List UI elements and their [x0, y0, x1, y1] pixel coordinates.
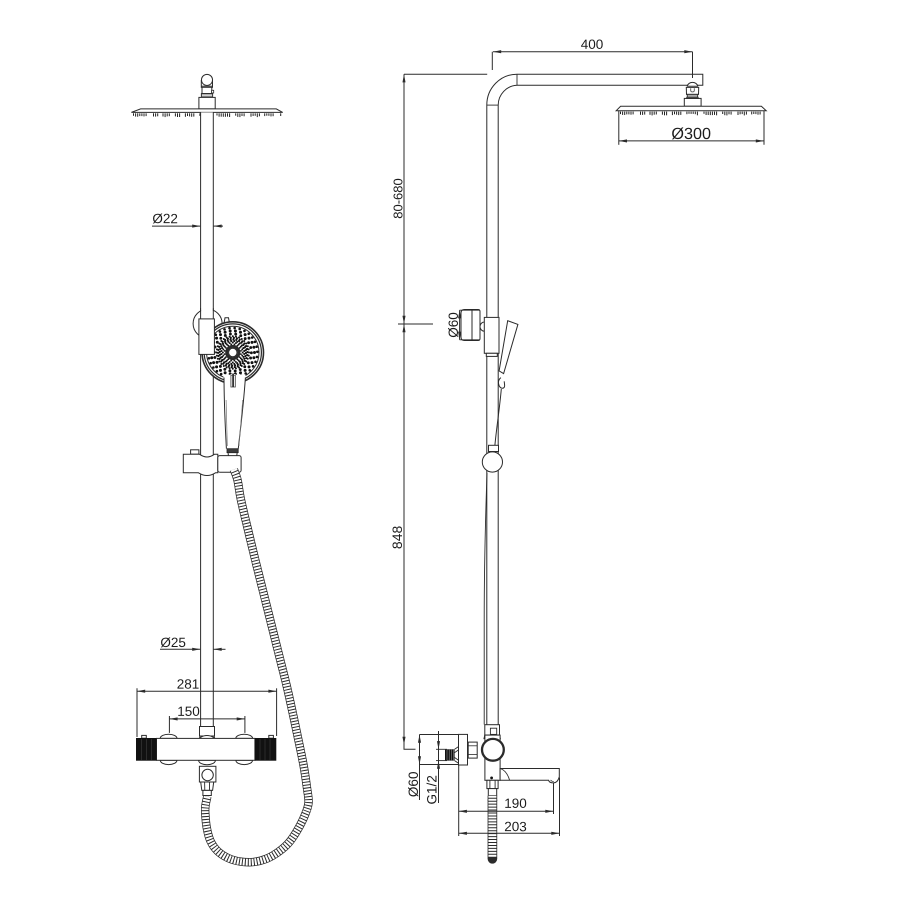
svg-text:150: 150 — [177, 704, 200, 719]
svg-text:Ø60: Ø60 — [446, 312, 461, 338]
svg-text:281: 281 — [177, 677, 200, 692]
svg-text:190: 190 — [504, 796, 527, 811]
svg-text:Ø60: Ø60 — [406, 772, 421, 798]
svg-text:848: 848 — [389, 526, 405, 550]
svg-text:G1/2: G1/2 — [425, 775, 440, 804]
svg-text:Ø25: Ø25 — [160, 635, 186, 650]
svg-text:400: 400 — [581, 37, 604, 52]
svg-text:80-680: 80-680 — [390, 178, 405, 218]
svg-text:Ø22: Ø22 — [152, 211, 178, 226]
svg-text:Ø300: Ø300 — [671, 125, 711, 143]
svg-text:203: 203 — [504, 819, 527, 834]
